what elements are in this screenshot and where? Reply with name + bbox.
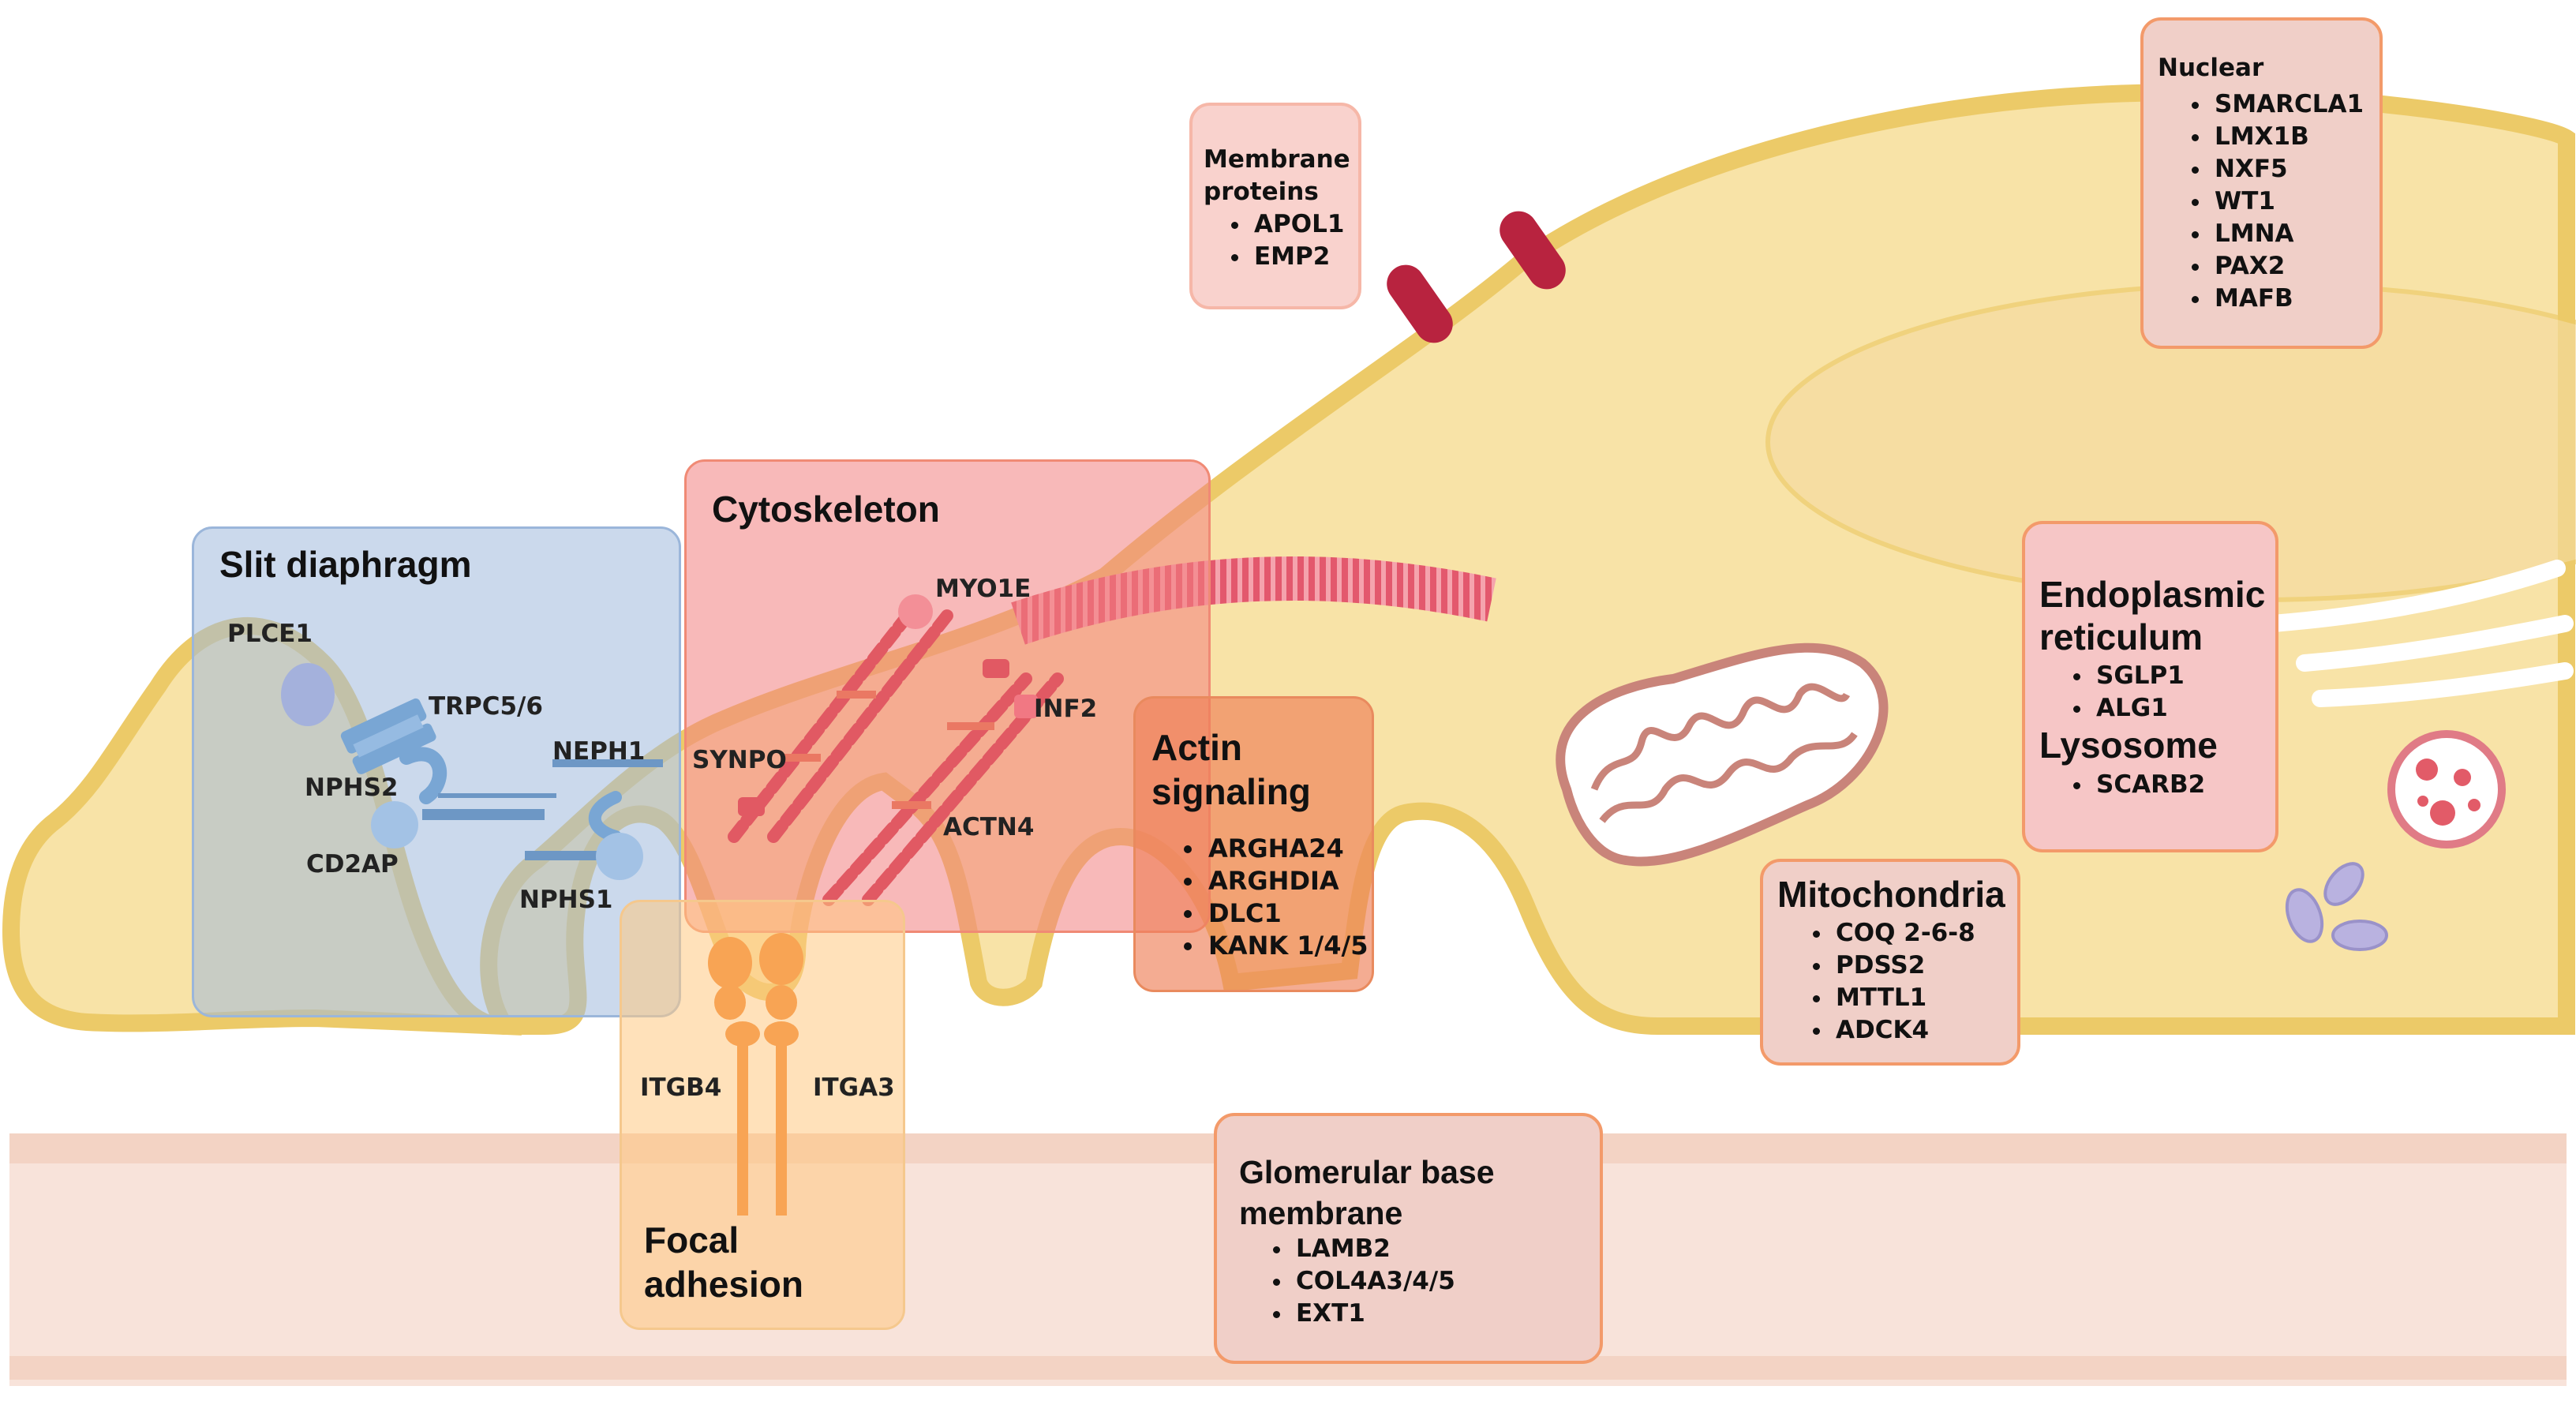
label-nphs2: NPHS2 xyxy=(305,774,399,802)
er-title: Endoplasmic reticulum xyxy=(2039,574,2266,657)
lysosome-list: SCARB2 xyxy=(2025,769,2205,801)
membrane-proteins-box: Membrane proteins APOL1 EMP2 xyxy=(1189,103,1361,309)
label-inf2: INF2 xyxy=(1034,695,1098,723)
list-item: ARGHDIA xyxy=(1205,865,1368,897)
list-item: EXT1 xyxy=(1293,1298,1455,1330)
list-item: WT1 xyxy=(2211,185,2364,218)
membrane-proteins-list: APOL1 EMP2 xyxy=(1193,208,1344,273)
list-item: SGLP1 xyxy=(2093,660,2185,692)
list-item: ADCK4 xyxy=(1833,1014,1975,1047)
actin-signaling-list: ARGHA24 ARGHDIA DLC1 KANK 1/4/5 xyxy=(1136,833,1368,962)
label-cd2ap: CD2AP xyxy=(306,850,399,878)
list-item: PDSS2 xyxy=(1833,950,1975,982)
list-item: LMNA xyxy=(2211,218,2364,250)
gbm-title: Glomerular base membrane xyxy=(1239,1154,1495,1231)
list-item: DLC1 xyxy=(1205,897,1368,930)
mitochondria-title: Mitochondria xyxy=(1777,874,2005,915)
nuclear-box: Nuclear SMARCLA1 LMX1B NXF5 WT1 LMNA PAX… xyxy=(2140,17,2383,349)
mitochondria-box: Mitochondria COQ 2-6-8 PDSS2 MTTL1 ADCK4 xyxy=(1760,859,2020,1066)
lysosome-organelle xyxy=(2387,730,2506,848)
label-myo1e: MYO1E xyxy=(935,575,1032,603)
gbm-box: Glomerular base membrane LAMB2 COL4A3/4/… xyxy=(1214,1113,1603,1364)
mitochondria-list: COQ 2-6-8 PDSS2 MTTL1 ADCK4 xyxy=(1763,917,1975,1047)
slit-diaphragm-box: Slit diaphragm xyxy=(192,526,681,1017)
list-item: SCARB2 xyxy=(2093,769,2205,801)
label-nphs1: NPHS1 xyxy=(519,886,613,914)
list-item: PAX2 xyxy=(2211,250,2364,283)
list-item: KANK 1/4/5 xyxy=(1205,930,1368,962)
actin-signaling-box: Actin signaling ARGHA24 ARGHDIA DLC1 KAN… xyxy=(1133,696,1374,992)
vesicles xyxy=(2285,862,2388,951)
golgi-apparatus xyxy=(2264,560,2574,707)
list-item: MTTL1 xyxy=(1833,982,1975,1014)
membrane-proteins-title: Membrane proteins xyxy=(1204,145,1350,206)
list-item: COL4A3/4/5 xyxy=(1293,1265,1455,1298)
focal-adhesion-box: Focal adhesion xyxy=(620,900,905,1330)
list-item: MAFB xyxy=(2211,283,2364,315)
lysosome-title: Lysosome xyxy=(2039,725,2218,766)
actin-signaling-title: Actin signaling xyxy=(1151,727,1311,812)
er-list: SGLP1 ALG1 xyxy=(2025,660,2185,725)
list-item: EMP2 xyxy=(1251,241,1344,273)
slit-diaphragm-title: Slit diaphragm xyxy=(219,544,472,585)
list-item: ARGHA24 xyxy=(1205,833,1368,865)
nuclear-title: Nuclear xyxy=(2158,54,2264,82)
list-item: COQ 2-6-8 xyxy=(1833,917,1975,950)
cytoskeleton-box: Cytoskeleton xyxy=(684,459,1211,933)
label-itga3: ITGA3 xyxy=(813,1073,895,1102)
list-item: LAMB2 xyxy=(1293,1233,1455,1265)
cytoskeleton-title: Cytoskeleton xyxy=(712,489,940,530)
list-item: NXF5 xyxy=(2211,153,2364,185)
focal-adhesion-title: Focal adhesion xyxy=(644,1219,803,1305)
nuclear-list: SMARCLA1 LMX1B NXF5 WT1 LMNA PAX2 MAFB xyxy=(2144,88,2364,315)
list-item: APOL1 xyxy=(1251,208,1344,241)
list-item: SMARCLA1 xyxy=(2211,88,2364,121)
er-lysosome-box: Endoplasmic reticulum SGLP1 ALG1 Lysosom… xyxy=(2022,521,2278,852)
label-synpo: SYNPO xyxy=(692,746,787,774)
label-neph1: NEPH1 xyxy=(552,737,646,766)
label-itgb4: ITGB4 xyxy=(640,1073,722,1102)
list-item: ALG1 xyxy=(2093,692,2185,725)
membrane-channels xyxy=(1387,211,1566,343)
label-trpc: TRPC5/6 xyxy=(429,692,543,721)
label-actn4: ACTN4 xyxy=(943,813,1035,841)
mitochondrion xyxy=(1556,642,1889,867)
list-item: LMX1B xyxy=(2211,121,2364,153)
gbm-list: LAMB2 COL4A3/4/5 EXT1 xyxy=(1217,1233,1455,1330)
label-plce1: PLCE1 xyxy=(227,620,313,648)
